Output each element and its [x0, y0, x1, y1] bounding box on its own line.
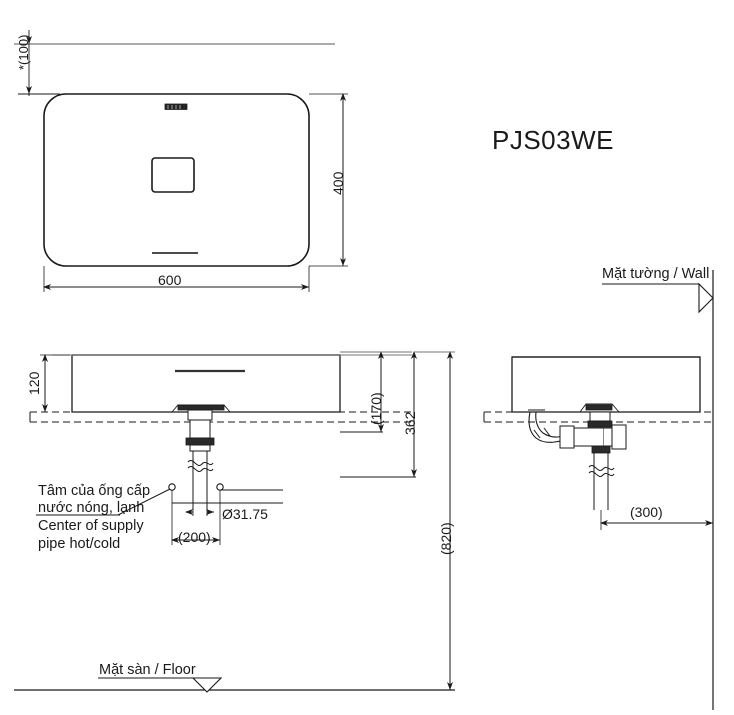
side-view-group: [483, 270, 714, 710]
supply-note-en-line2: pipe hot/cold: [38, 536, 121, 552]
wall-offset-dimension-label: (300): [630, 504, 663, 520]
front-view-group: [14, 351, 455, 693]
top-view-group: [14, 30, 348, 292]
top-view-depth-dimension-label: 400: [330, 171, 346, 195]
basin-height-dimension-label: 120: [26, 371, 42, 395]
wall-gap-dimension-label: *(100): [16, 34, 31, 70]
top-view-width-dimension-label: 600: [158, 272, 182, 288]
supply-note-vi-line2: nước nóng, lạnh: [38, 500, 145, 516]
supply-spacing-dimension-label: (200): [178, 529, 211, 545]
model-name-label: PJS03WE: [492, 125, 614, 155]
supply-note-en-line1: Center of supply: [38, 518, 144, 534]
drain-center-height-dimension-label: (170): [368, 392, 384, 425]
wall-reference-label: Mặt tường / Wall: [602, 266, 710, 282]
floor-reference-label: Mặt sàn / Floor: [99, 662, 196, 678]
supply-note-vi-line1: Tâm của ống cấp: [38, 483, 151, 499]
trap-height-dimension-label: 362: [402, 411, 418, 435]
floor-height-dimension-label: (820): [438, 522, 454, 555]
drain-pipe-diameter-label: Ø31.75: [222, 506, 268, 522]
